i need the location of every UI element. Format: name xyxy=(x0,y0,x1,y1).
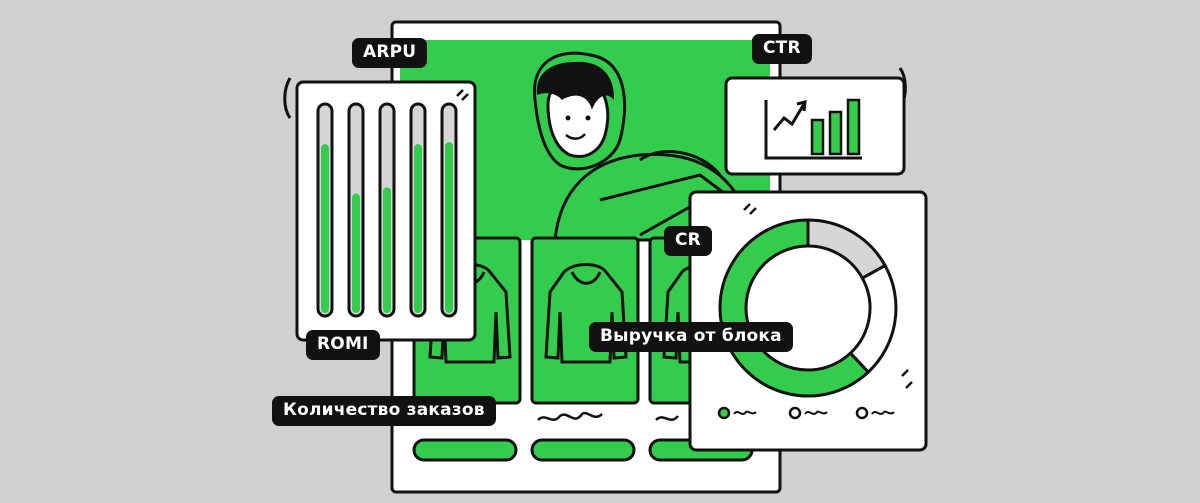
meter-level xyxy=(383,187,391,313)
meter-level xyxy=(445,142,453,313)
label-revenue: Выручка от блока xyxy=(589,322,793,352)
label-ctr: CTR xyxy=(752,34,812,64)
label-romi: ROMI xyxy=(306,330,380,360)
donut-legend xyxy=(717,406,895,420)
label-cr: CR xyxy=(664,226,712,256)
meter-level xyxy=(414,144,422,313)
label-arpu: ARPU xyxy=(352,38,428,68)
ctr-chart-panel xyxy=(724,67,907,176)
frame-button-mid[interactable] xyxy=(530,438,636,462)
meter-level xyxy=(352,193,360,313)
frame-button-left[interactable] xyxy=(412,438,518,462)
donut-chart-panel xyxy=(688,190,928,452)
label-orders: Количество заказов xyxy=(272,396,496,426)
trend-arrow-icon xyxy=(772,100,807,131)
meter-level xyxy=(321,144,329,313)
level-meter-panel xyxy=(283,77,477,342)
bar-chart-icon xyxy=(764,98,862,160)
